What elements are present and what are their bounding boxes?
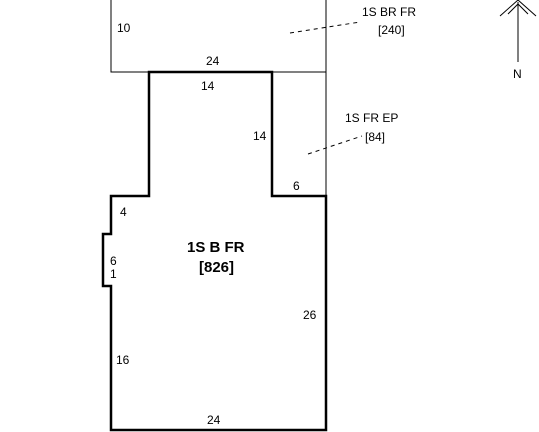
ep-code: 1S FR EP bbox=[345, 111, 398, 125]
dim-bottom: 24 bbox=[207, 413, 221, 427]
dim-bump-top: 4 bbox=[120, 205, 127, 219]
dim-ep-side: 14 bbox=[253, 129, 267, 143]
b-fr-outline bbox=[101, 70, 328, 432]
north-label: N bbox=[513, 67, 522, 81]
dim-left-side: 16 bbox=[116, 353, 130, 367]
dim-right-side: 26 bbox=[303, 308, 317, 322]
north-arrow-icon bbox=[499, 0, 537, 62]
dim-ep-top: 14 bbox=[201, 79, 215, 93]
br-fr-code: 1S BR FR bbox=[362, 5, 416, 19]
b-fr-area: [826] bbox=[199, 259, 234, 276]
br-fr-area: [240] bbox=[378, 23, 405, 37]
dim-br-width: 24 bbox=[206, 54, 220, 68]
dim-bump-depth-b: 1 bbox=[110, 267, 117, 281]
dim-bump-depth-a: 6 bbox=[110, 254, 117, 268]
ep-leader bbox=[307, 135, 363, 155]
dim-br-side: 10 bbox=[117, 21, 131, 35]
br-fr-leader bbox=[289, 21, 361, 34]
b-fr-code: 1S B FR bbox=[187, 239, 245, 256]
dim-ep-bottom: 6 bbox=[293, 179, 300, 193]
ep-area: [84] bbox=[365, 130, 385, 144]
